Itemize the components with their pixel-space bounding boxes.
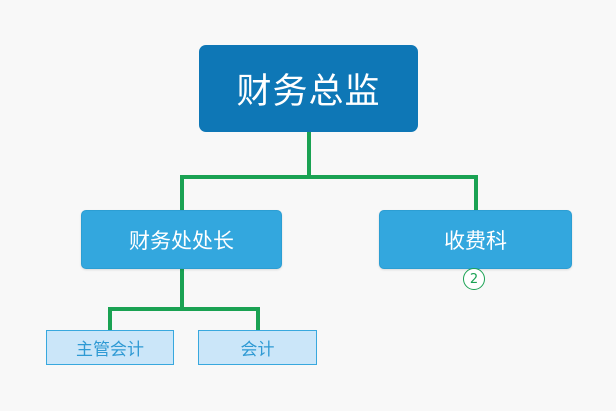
node-finance-division-head[interactable]: 财务处处长 [81,210,282,269]
connector-left-to-leaves [108,269,184,330]
connector-left-to-leaf-2 [182,307,260,330]
connector-top-to-level2 [180,132,311,210]
count-badge: 2 [463,268,485,290]
connector-top-to-right [309,175,478,210]
node-chief-accountant[interactable]: 主管会计 [46,330,174,365]
node-finance-director[interactable]: 财务总监 [199,45,418,132]
node-fee-section[interactable]: 收费科 [379,210,572,269]
node-accountant[interactable]: 会计 [198,330,317,365]
